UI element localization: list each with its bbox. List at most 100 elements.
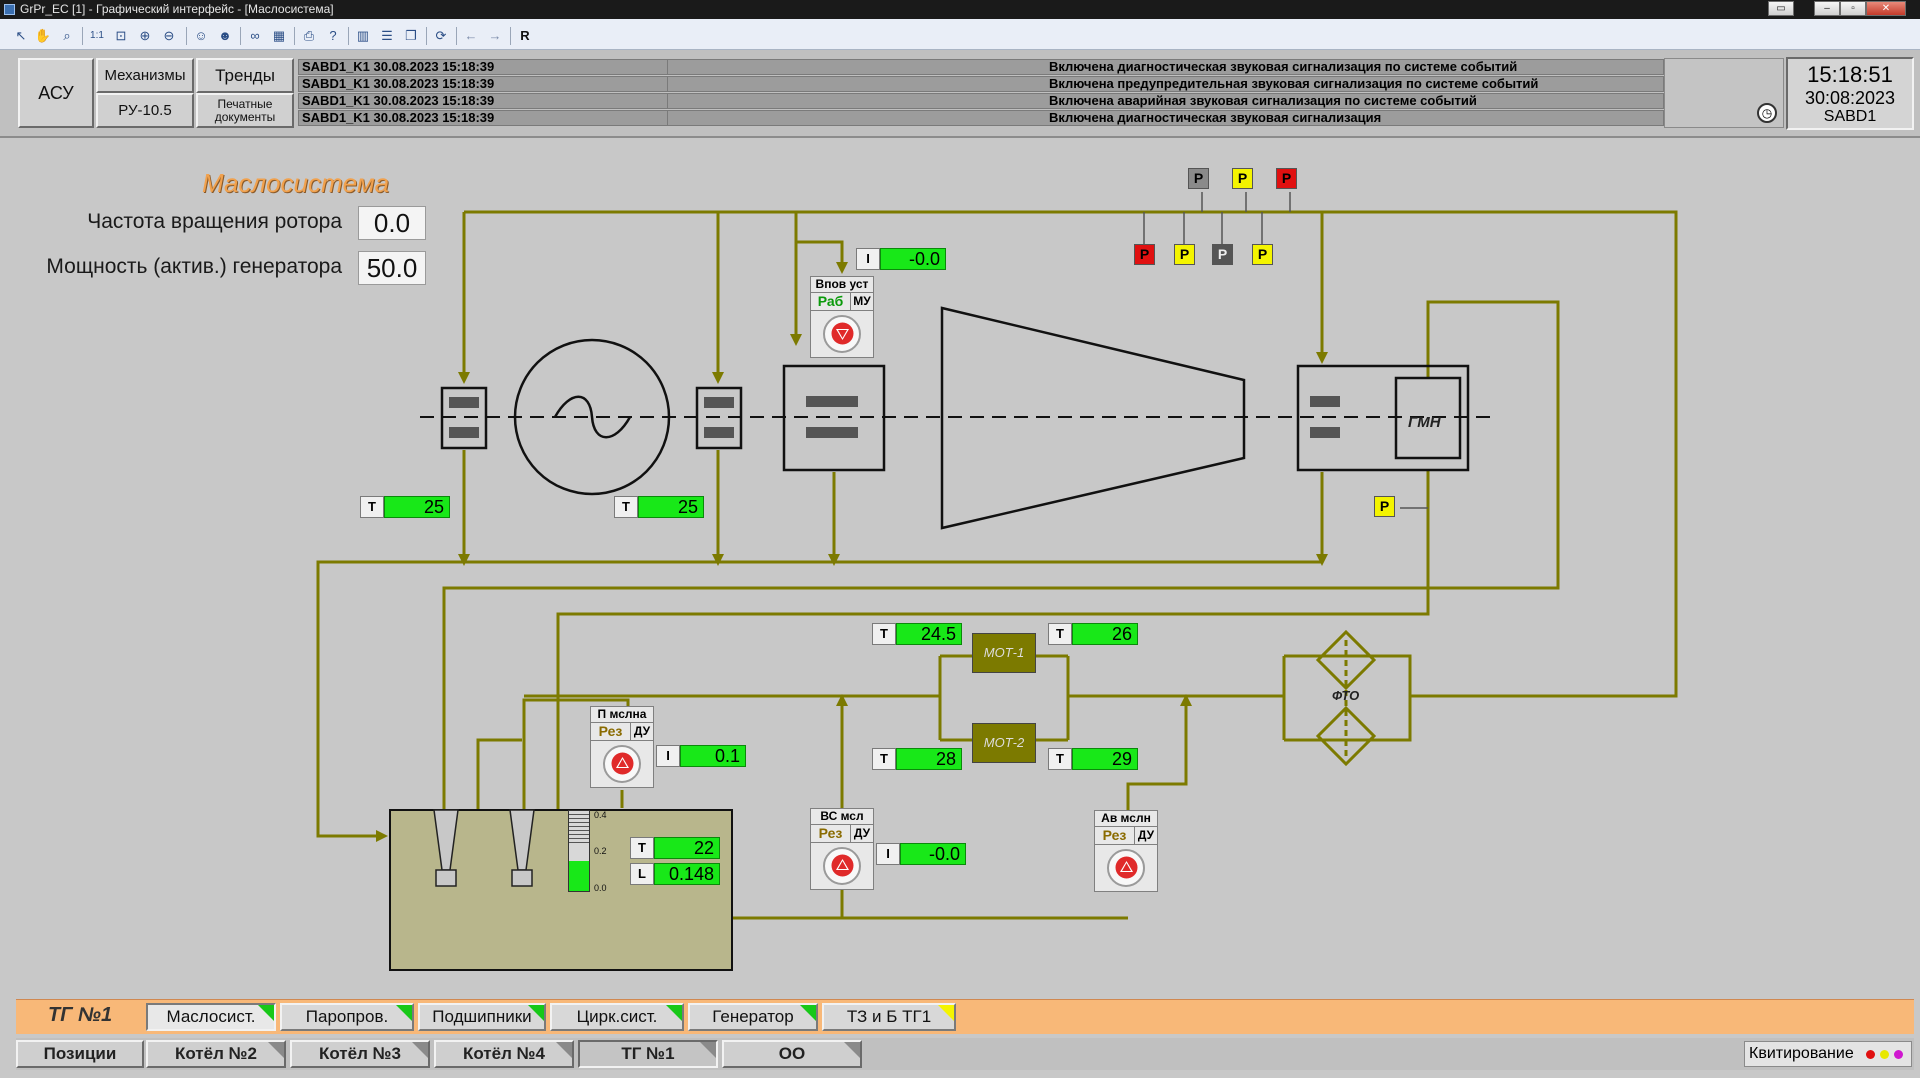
ru-10-5-button[interactable]: РУ-10.5 (96, 93, 194, 128)
pointer-icon[interactable]: ↖ (15, 28, 27, 43)
pump-name: Ав мслн (1095, 811, 1157, 827)
pressure-switch-yellow[interactable]: P (1174, 244, 1195, 265)
maximize-button[interactable]: ▫ (1840, 1, 1866, 16)
pump-modes: Рез ДУ (811, 825, 873, 843)
nav-tab-4[interactable]: Котёл №4 (434, 1040, 574, 1068)
tab-status-corner (528, 1005, 544, 1021)
bearing-2-temp-sensor[interactable]: T 25 (614, 496, 704, 518)
r-button[interactable]: R (520, 28, 530, 43)
nav-tab-2[interactable]: Котёл №2 (146, 1040, 286, 1068)
toolbar-separator (510, 27, 511, 45)
pump-icon (811, 843, 873, 889)
tab-5[interactable]: Генератор (688, 1003, 818, 1031)
event-list-scroll-area: ◷ (1664, 58, 1784, 128)
zoom-out-icon[interactable]: ⊖ (163, 28, 175, 43)
tab-label: Генератор (712, 1007, 794, 1026)
tab-1[interactable]: Маслосист. (146, 1003, 276, 1031)
vs-oil-pump[interactable]: ВС мсл Рез ДУ (810, 808, 874, 890)
user-settings-icon[interactable]: ☻ (218, 28, 232, 43)
print-documents-button[interactable]: Печатные документы (196, 93, 294, 128)
toolbar-separator (348, 27, 349, 45)
gmn-label: ГМН (1408, 414, 1441, 431)
tank-temp-sensor[interactable]: T 22 (630, 837, 720, 859)
mot1-inlet-temp-sensor[interactable]: T 24.5 (872, 623, 962, 645)
vs-pump-current-sensor[interactable]: I -0.0 (876, 843, 966, 865)
trends-button[interactable]: Тренды (196, 58, 294, 93)
mot2-outlet-temp-sensor[interactable]: T 29 (1048, 748, 1138, 770)
tab-4[interactable]: Цирк.сист. (550, 1003, 684, 1031)
nav-tab-6[interactable]: ОО (722, 1040, 862, 1068)
main-pump-current-sensor[interactable]: I 0.1 (656, 745, 746, 767)
event-message: Включена предупредительная звуковая сигн… (1049, 76, 1539, 91)
toolbar-separator (426, 27, 427, 45)
pressure-switch-yellow[interactable]: P (1252, 244, 1273, 265)
calculator-icon[interactable]: ▦ (272, 28, 286, 43)
restore-app-icon[interactable]: ▭ (1768, 1, 1794, 16)
magnifier-icon[interactable]: ⌕ (63, 28, 71, 43)
nav-tab-5[interactable]: ТГ №1 (578, 1040, 718, 1068)
nav-tab-label: Котёл №2 (174, 1044, 258, 1063)
back-arrow-icon[interactable]: ← (464, 28, 478, 43)
vpov-pump[interactable]: Впов уст Раб МУ (810, 276, 874, 358)
panel-rows-icon[interactable]: ☰ (381, 28, 393, 43)
sensor-tag: T (614, 496, 638, 518)
tab-status-corner (800, 1005, 816, 1021)
tab-6[interactable]: ТЗ и Б ТГ1 (822, 1003, 956, 1031)
tab-label: Маслосист. (166, 1007, 256, 1026)
oil-system-diagram: Маслосистема Частота вращения ротора 0.0… (0, 138, 1920, 986)
tab-status-corner (666, 1005, 682, 1021)
acknowledge-label: Квитирование (1749, 1045, 1854, 1062)
mot1-outlet-temp-sensor[interactable]: T 26 (1048, 623, 1138, 645)
windows-icon[interactable]: ❐ (405, 28, 417, 43)
minimize-button[interactable]: – (1814, 1, 1840, 16)
refresh-icon[interactable]: ⟳ (435, 28, 447, 43)
pressure-switch-dark[interactable]: P (1212, 244, 1233, 265)
mechanisms-button[interactable]: Механизмы (96, 58, 194, 93)
nav-tab-1[interactable]: Позиции (16, 1040, 144, 1068)
zoom-in-icon[interactable]: ⊕ (139, 28, 151, 43)
mot-2-cooler[interactable]: МОТ-2 (972, 723, 1036, 763)
clock-icon[interactable]: ◷ (1757, 103, 1777, 123)
mot-1-cooler[interactable]: МОТ-1 (972, 633, 1036, 673)
event-divider (667, 111, 668, 125)
page-title: Маслосистема (202, 168, 390, 198)
asu-button[interactable]: АСУ (18, 58, 94, 128)
pressure-switch-gray[interactable]: P (1188, 168, 1209, 189)
emergency-oil-pump[interactable]: Ав мслн Рез ДУ (1094, 810, 1158, 892)
tab-2[interactable]: Паропров. (280, 1003, 414, 1031)
forward-arrow-icon[interactable]: → (488, 28, 502, 43)
nav-tab-3[interactable]: Котёл №3 (290, 1040, 430, 1068)
tab-3[interactable]: Подшипники (418, 1003, 546, 1031)
rotor-speed-value: 0.0 (358, 206, 426, 240)
zoom-fit-icon[interactable]: ⊡ (115, 28, 127, 43)
main-oil-pump[interactable]: П мслна Рез ДУ (590, 706, 654, 788)
clock-time: 15:18:51 (1807, 62, 1893, 87)
binoculars-icon[interactable]: ∞ (250, 28, 260, 43)
tank-level-sensor[interactable]: L 0.148 (630, 863, 720, 885)
users-icon[interactable]: ☺ (194, 28, 208, 43)
mot2-inlet-temp-sensor[interactable]: T 28 (872, 748, 962, 770)
acknowledge-button[interactable]: Квитирование (1744, 1041, 1912, 1067)
event-message: Включена диагностическая звуковая сигнал… (1049, 59, 1518, 74)
nav-tab-label: Позиции (43, 1044, 117, 1063)
bearing-1-temp-sensor[interactable]: T 25 (360, 496, 450, 518)
sensor-value: 22 (654, 837, 720, 859)
pressure-switch-yellow[interactable]: P (1232, 168, 1253, 189)
vpov-current-sensor[interactable]: I -0.0 (856, 248, 946, 270)
panel-left-icon[interactable]: ▥ (356, 28, 370, 43)
zoom-1-1-icon[interactable]: 1:1 (90, 30, 104, 41)
tab-label: ТЗ и Б ТГ1 (846, 1007, 932, 1026)
hand-icon[interactable]: ✋ (34, 28, 52, 43)
print-icon[interactable]: ⎙ (303, 28, 315, 43)
pressure-switch-red[interactable]: P (1276, 168, 1297, 189)
pump-icon (811, 311, 873, 357)
pressure-switch-yellow[interactable]: P (1374, 496, 1395, 517)
pressure-switch-red[interactable]: P (1134, 244, 1155, 265)
close-button[interactable]: ✕ (1866, 1, 1906, 16)
help-icon[interactable]: ? (329, 28, 337, 43)
